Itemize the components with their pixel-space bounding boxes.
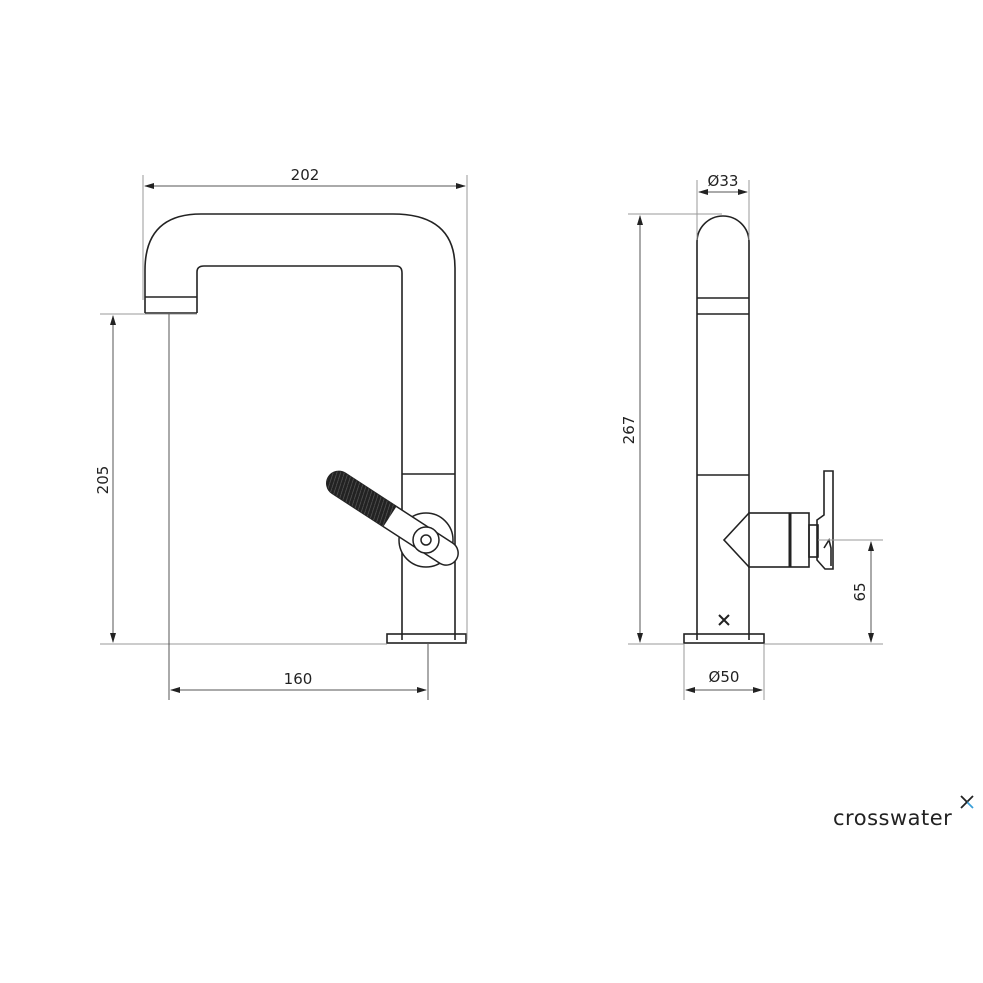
- total-height-label: 267: [620, 416, 638, 445]
- side-dimensions: [628, 180, 883, 700]
- base-plate: [386, 633, 467, 644]
- reach-dimension-label: 160: [284, 670, 313, 688]
- width-dimension-label: 202: [291, 166, 320, 184]
- lever-handle: [326, 470, 459, 568]
- side-view: [683, 215, 834, 644]
- spout-inner-outline: [196, 265, 403, 640]
- height-dimension-label: 205: [94, 466, 112, 495]
- side-base-plate: [683, 633, 765, 644]
- brand-mark-icon: [960, 795, 974, 809]
- spout-outline: [144, 213, 456, 640]
- brand-logo: crosswater: [833, 806, 953, 830]
- spout-side-outline: [696, 215, 750, 640]
- spout-diameter-label: Ø33: [708, 172, 739, 190]
- base-diameter-label: Ø50: [709, 668, 740, 686]
- front-view: [144, 213, 467, 644]
- front-dimensions: [100, 175, 468, 700]
- lever-side: [816, 470, 834, 570]
- handle-height-label: 65: [851, 582, 869, 601]
